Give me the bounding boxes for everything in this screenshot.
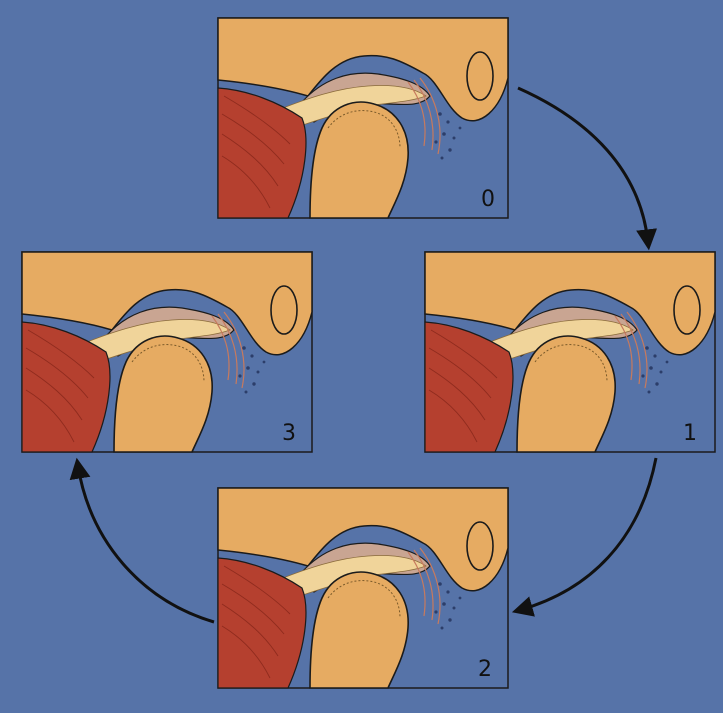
joint-illustration-2 <box>218 488 508 688</box>
panel-2: 2 <box>218 488 508 688</box>
joint-illustration-0 <box>218 18 508 218</box>
panel-number-2: 2 <box>478 657 492 682</box>
panel-number-1: 1 <box>683 421 697 446</box>
panel-3: 3 <box>22 252 312 452</box>
joint-illustration-3 <box>22 252 312 452</box>
panel-number-0: 0 <box>481 187 495 212</box>
joint-illustration-1 <box>425 252 715 452</box>
panel-0: 0 <box>218 18 508 218</box>
panel-number-3: 3 <box>282 421 296 446</box>
panel-1: 1 <box>425 252 715 452</box>
